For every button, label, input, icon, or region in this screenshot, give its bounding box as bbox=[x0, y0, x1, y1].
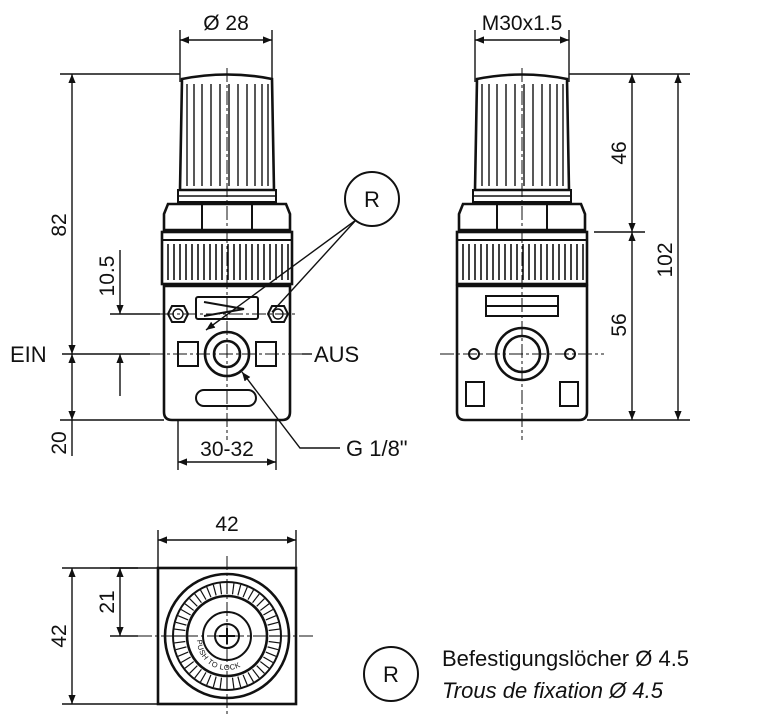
dim-height-82: 82 bbox=[48, 213, 71, 236]
dim-width-42: 42 bbox=[215, 513, 238, 536]
legend: R Befestigungslöcher Ø 4.5 Trous de fixa… bbox=[363, 646, 689, 703]
front-ring-ribs bbox=[167, 244, 289, 280]
callout-r: R bbox=[344, 171, 400, 227]
dim-height-56: 56 bbox=[608, 313, 631, 336]
port-labels: EIN AUS G 1/8" bbox=[10, 342, 408, 461]
dim-height-42: 42 bbox=[48, 624, 71, 647]
port-thread-label: G 1/8" bbox=[346, 436, 408, 461]
top-knob-ribs bbox=[174, 583, 280, 689]
side-hex-nut bbox=[457, 202, 587, 232]
legend-line-fr: Trous de fixation Ø 4.5 bbox=[442, 678, 664, 703]
inlet-label: EIN bbox=[10, 342, 47, 367]
front-view bbox=[150, 68, 302, 440]
dimension-texts: Ø 28 M30x1.5 82 10.5 20 30-32 46 56 102 … bbox=[48, 12, 677, 648]
dim-height-21: 21 bbox=[96, 590, 119, 613]
front-knob-ribs bbox=[186, 84, 269, 186]
side-ring bbox=[455, 230, 589, 286]
legend-symbol: R bbox=[383, 662, 399, 687]
top-view: PUSH TO LOCK bbox=[138, 556, 316, 716]
dim-diam-knob: Ø 28 bbox=[203, 12, 249, 35]
front-hex-nut bbox=[162, 202, 292, 232]
dim-thread: M30x1.5 bbox=[482, 12, 563, 35]
side-knob-ribs bbox=[481, 84, 564, 186]
callout-r-text: R bbox=[364, 187, 380, 212]
side-view bbox=[440, 68, 604, 440]
dim-height-20: 20 bbox=[48, 431, 71, 454]
dim-height-10-5: 10.5 bbox=[96, 256, 119, 297]
dim-width-30-32: 30-32 bbox=[200, 438, 254, 461]
dim-height-102: 102 bbox=[654, 242, 677, 277]
dimension-lines bbox=[60, 30, 690, 705]
dim-height-46: 46 bbox=[608, 141, 631, 164]
side-ring-ribs bbox=[462, 244, 584, 280]
outlet-label: AUS bbox=[314, 342, 359, 367]
leader-lines bbox=[205, 219, 357, 449]
legend-line-de: Befestigungslöcher Ø 4.5 bbox=[442, 646, 689, 671]
